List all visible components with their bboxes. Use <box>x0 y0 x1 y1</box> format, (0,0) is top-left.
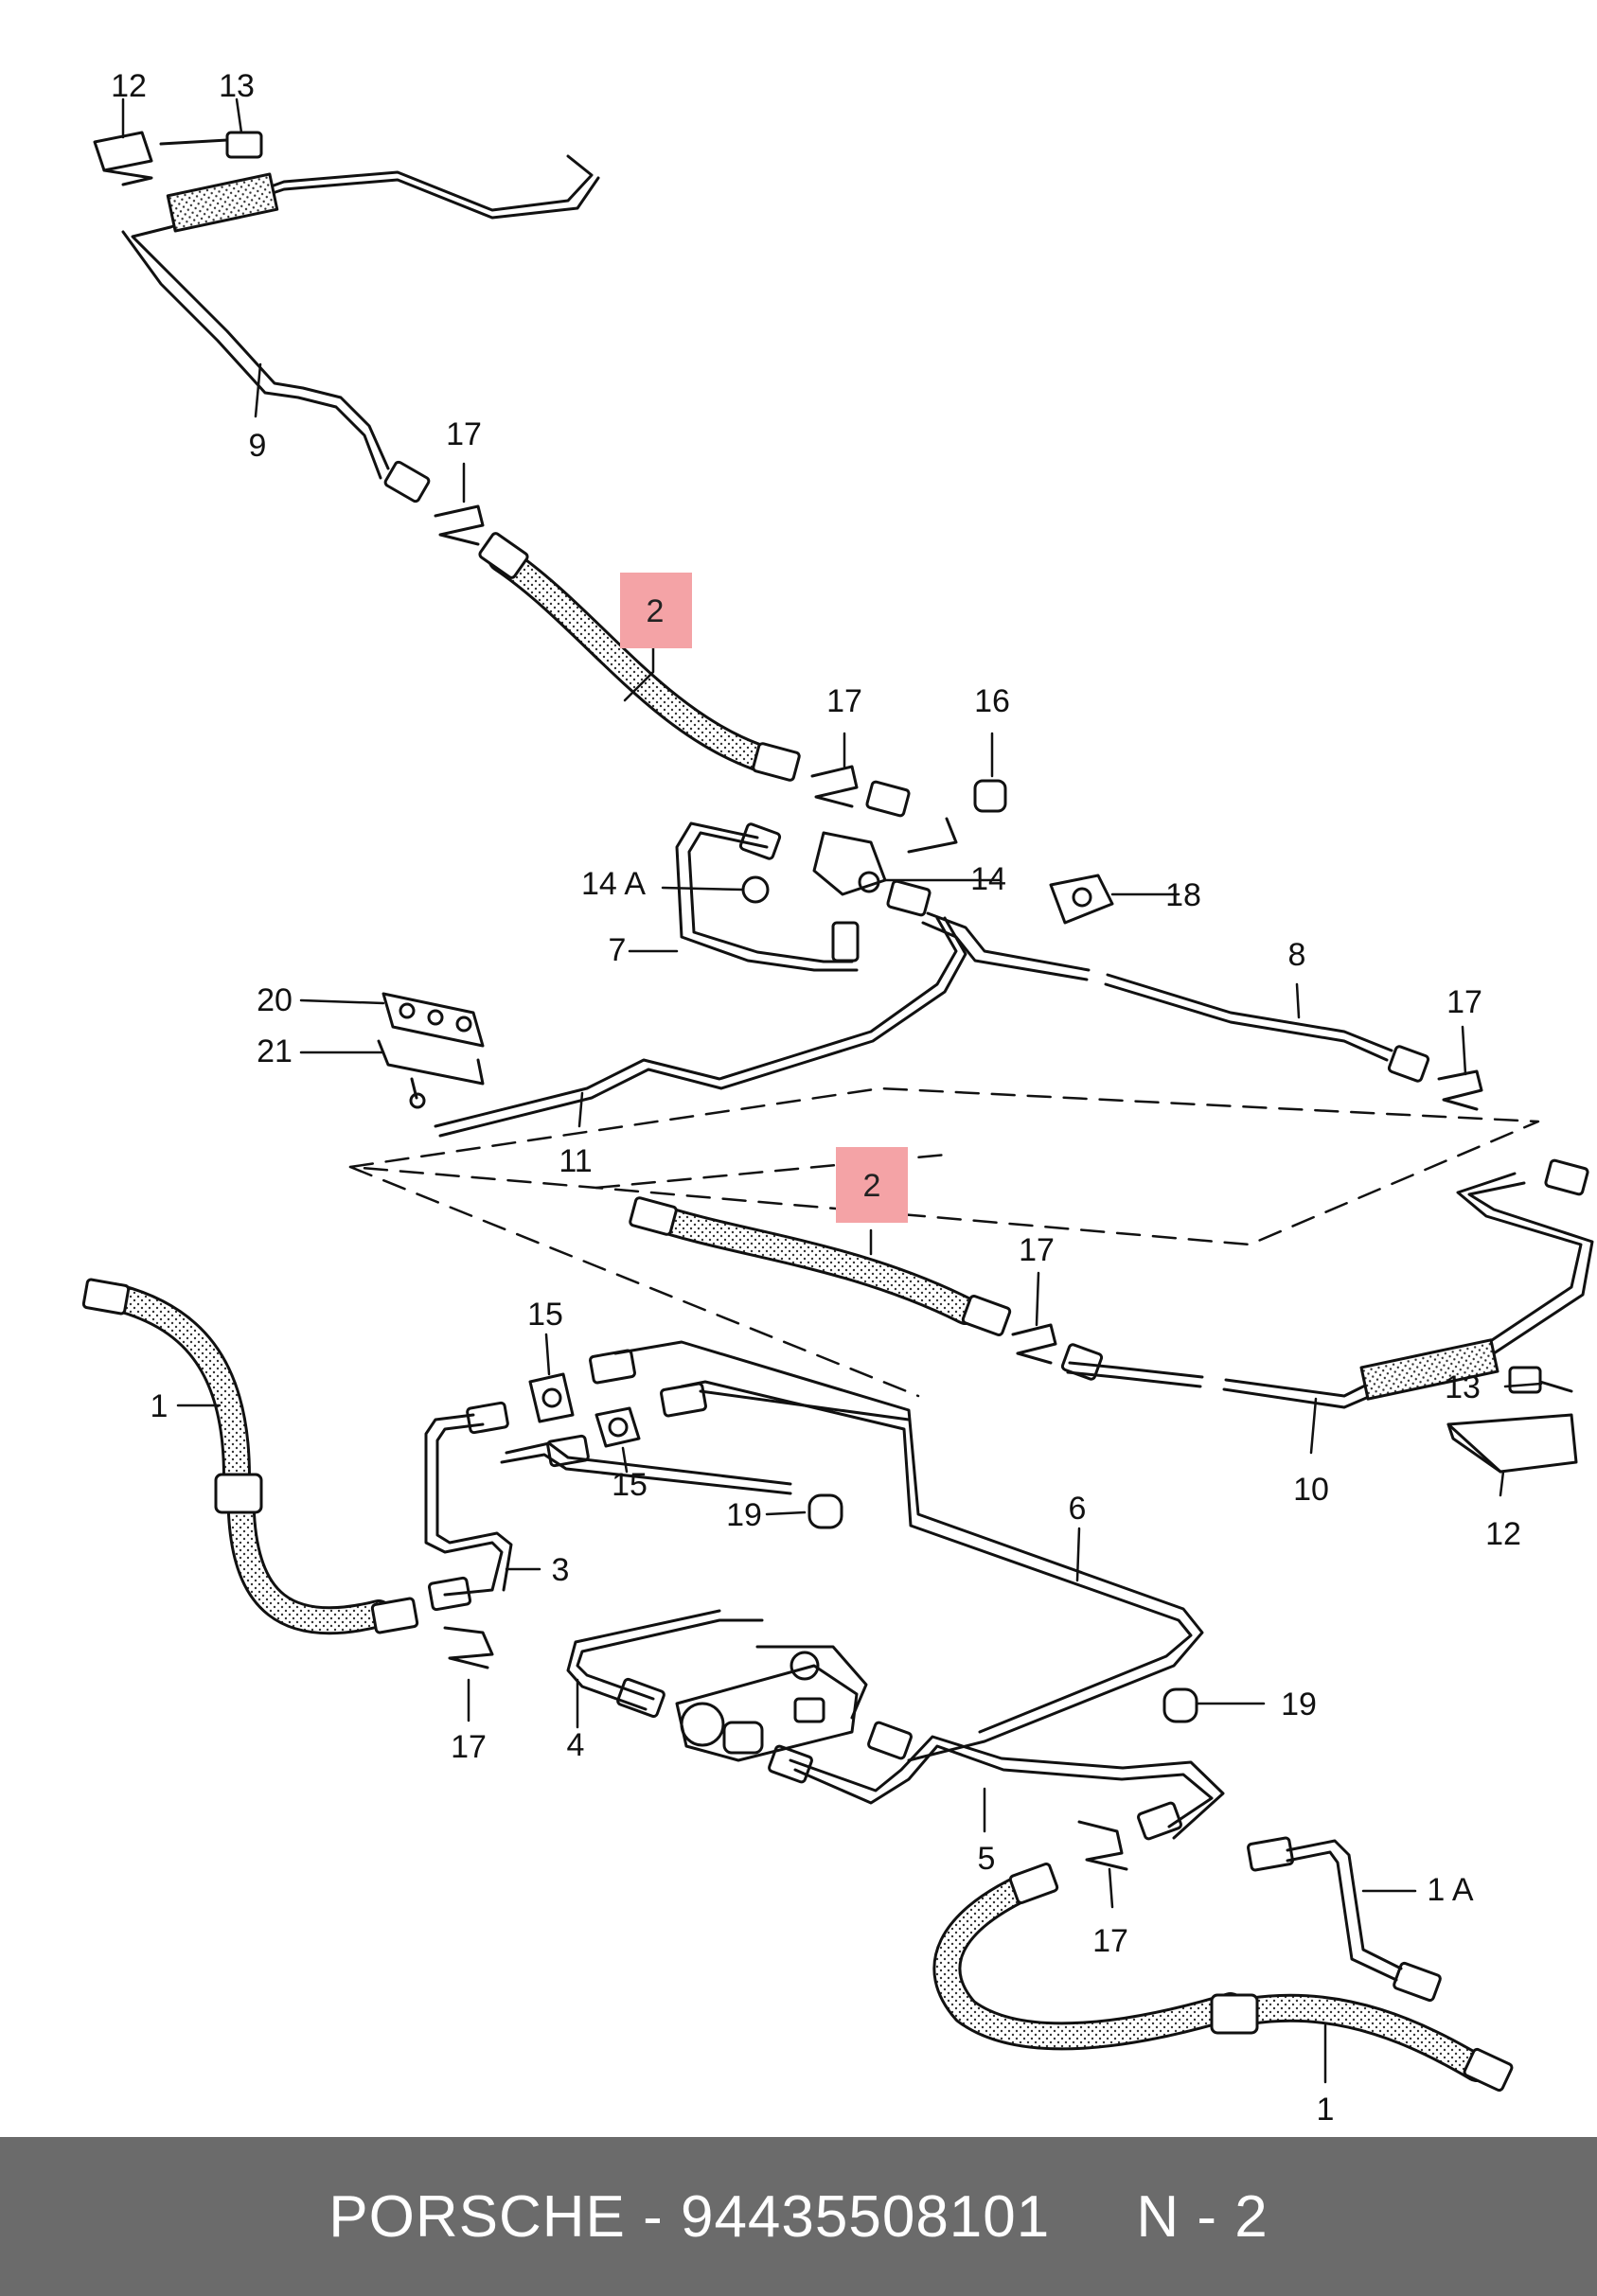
label-13-right: 13 <box>1445 1369 1481 1405</box>
bolt-13-top <box>159 131 263 159</box>
clip-17-c <box>1437 1069 1483 1111</box>
brake-hose-2-top <box>478 532 801 782</box>
clamp-20 <box>382 992 485 1048</box>
brake-line-5 <box>768 1721 1225 1841</box>
brake-line-4 <box>566 1609 764 1719</box>
clamp-21 <box>377 1039 485 1109</box>
bracket-12-top <box>93 131 153 186</box>
label-8: 8 <box>1288 937 1306 973</box>
label-1-left: 1 <box>151 1388 169 1424</box>
label-17-b: 17 <box>826 683 862 719</box>
label-19-a: 19 <box>726 1497 762 1533</box>
label-11: 11 <box>559 1143 592 1179</box>
clip-17-e <box>443 1626 494 1669</box>
highlight-box-middle <box>836 1147 908 1223</box>
dashed-outline <box>348 1086 1540 1398</box>
label-19-b: 19 <box>1281 1687 1317 1722</box>
label-14: 14 <box>970 861 1006 897</box>
label-18: 18 <box>1165 877 1201 913</box>
clip-17-f <box>1077 1820 1128 1871</box>
label-16: 16 <box>974 683 1010 719</box>
label-13-top: 13 <box>219 68 255 104</box>
clip-17-b <box>810 765 859 808</box>
label-17-f: 17 <box>1092 1923 1128 1959</box>
label-17-a: 17 <box>446 416 482 452</box>
grommet-19-b <box>1162 1687 1198 1723</box>
bolt-13-right <box>1508 1366 1573 1394</box>
label-1-bottom: 1 <box>1317 2092 1335 2128</box>
label-20: 20 <box>257 982 293 1018</box>
label-12-top: 12 <box>111 68 147 104</box>
brake-hose-2-middle <box>629 1196 1012 1336</box>
footer-text: PORSCHE - 94435508101 N - 2 <box>328 2183 1269 2250</box>
clip-17-d <box>1011 1323 1057 1365</box>
highlight-box-top <box>620 573 692 648</box>
label-3: 3 <box>552 1552 570 1588</box>
bracket-12-right <box>1446 1413 1578 1474</box>
brake-line-6 <box>589 1340 1204 1762</box>
grommet-19-a <box>807 1493 843 1529</box>
label-14a: 14 A <box>581 866 646 902</box>
label-7: 7 <box>609 932 627 968</box>
brake-line-9 <box>121 154 600 480</box>
label-12-right: 12 <box>1485 1516 1521 1552</box>
block-18 <box>1049 874 1114 925</box>
label-5: 5 <box>978 1841 996 1877</box>
label-17-c: 17 <box>1446 984 1482 1020</box>
master-cylinder <box>675 1645 868 1762</box>
leader-lines <box>121 97 1543 2084</box>
t-piece-14 <box>738 780 932 963</box>
nut-16 <box>973 779 1007 813</box>
label-4: 4 <box>567 1727 585 1763</box>
label-17-e: 17 <box>451 1729 487 1765</box>
label-9: 9 <box>249 428 267 464</box>
brake-hose-1-left <box>81 1278 419 1635</box>
label-17-d: 17 <box>1019 1232 1055 1268</box>
brake-line-1a <box>1247 1836 1442 2003</box>
fitting-9 <box>383 460 431 503</box>
label-15-b: 15 <box>612 1467 648 1503</box>
brake-line-11 <box>434 916 967 1138</box>
brake-line-3 <box>424 1401 792 1612</box>
label-6: 6 <box>1069 1491 1087 1527</box>
brake-line-7 <box>675 817 958 972</box>
clip-17-a <box>434 504 485 546</box>
brake-hose-1-bottom <box>932 1863 1514 2093</box>
label-10: 10 <box>1293 1472 1329 1508</box>
brake-line-8 <box>921 911 1430 1083</box>
label-2-middle: 2 <box>863 1168 881 1204</box>
label-15-a: 15 <box>527 1297 563 1333</box>
label-1a: 1 A <box>1427 1872 1473 1908</box>
fitting-15-b <box>594 1406 641 1448</box>
footer-bar: PORSCHE - 94435508101 N - 2 <box>0 2137 1597 2296</box>
label-21: 21 <box>257 1033 293 1069</box>
brake-line-10 <box>1060 1158 1594 1409</box>
fitting-15-a <box>528 1372 575 1423</box>
brake-line-diagram: 12 13 9 17 2 17 16 14 A 14 18 7 8 17 20 … <box>81 68 1594 2128</box>
label-2-top: 2 <box>647 593 665 629</box>
